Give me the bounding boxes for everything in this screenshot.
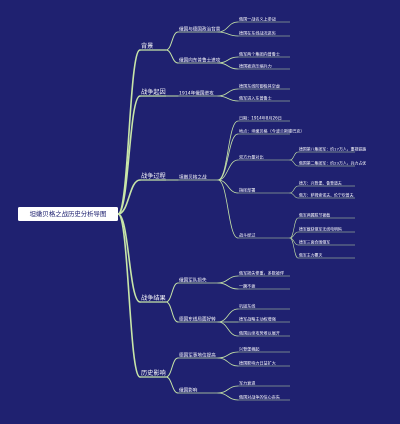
connector-line xyxy=(217,275,239,284)
node-layer: 坦嫩贝格之战历史分析导图 背景 俄国与德国政治背景 俄国一战名义上参战德国在东线战况恶… xyxy=(18,16,366,400)
connector-layer xyxy=(117,21,355,401)
detail-label[interactable]: 地点：坦嫩贝格（今波兰斯滕巴克） xyxy=(239,128,305,134)
detail-label[interactable]: 双方力量对比 xyxy=(239,154,264,160)
connector-line xyxy=(217,179,239,239)
sub-detail-label[interactable]: 俄军主力覆灭 xyxy=(299,253,322,258)
branch-label[interactable]: 背景 xyxy=(141,42,153,50)
connector-line xyxy=(217,351,239,359)
topic-label[interactable]: 坦嫩贝格之战 xyxy=(179,173,207,180)
detail-label[interactable]: 军力衰退 xyxy=(239,380,255,386)
connector-line xyxy=(217,385,239,394)
connector-line xyxy=(117,49,141,215)
root-node-box[interactable] xyxy=(18,207,118,221)
root-node-label: 坦嫩贝格之战历史分析导图 xyxy=(30,209,107,218)
connector-line xyxy=(289,217,299,239)
detail-label[interactable]: 俄国后续攻势难以展开 xyxy=(239,330,280,336)
sub-detail-label[interactable]: 德国第八集团军：约17万人，重视铁路 xyxy=(299,147,366,152)
connector-line xyxy=(117,95,141,215)
connector-line xyxy=(165,31,179,51)
connector-line xyxy=(217,159,239,181)
topic-label[interactable]: 1914年俄国进攻 xyxy=(179,89,214,96)
connector-line xyxy=(217,120,239,181)
topic-label[interactable]: 德国军事地位提高 xyxy=(179,351,216,358)
sub-detail-label[interactable]: 德军截获俄军无线电明码 xyxy=(299,227,342,232)
connector-line xyxy=(165,301,179,323)
connector-line xyxy=(117,213,141,378)
connector-line xyxy=(217,282,239,290)
connector-line xyxy=(217,62,239,70)
connector-line xyxy=(217,179,239,194)
detail-label[interactable]: 俄国一战名义上参战 xyxy=(239,16,276,22)
connector-line xyxy=(217,133,239,181)
connector-line xyxy=(217,392,239,401)
connector-line xyxy=(217,21,239,33)
detail-label[interactable]: 俄军两个集团向普鲁士 xyxy=(239,51,280,57)
branch-label[interactable]: 战争过程 xyxy=(141,172,166,180)
connector-line xyxy=(289,237,299,259)
detail-label[interactable]: 战斗经过 xyxy=(239,232,255,238)
connector-line xyxy=(217,321,239,337)
connector-line xyxy=(117,213,141,303)
detail-label[interactable]: 俄国对战争的信心丧失 xyxy=(239,394,280,400)
connector-line xyxy=(217,95,239,102)
sub-detail-label[interactable]: 俄国第二集团军：约23万人，兵力占优 xyxy=(299,161,366,166)
branch-label[interactable]: 战争结果 xyxy=(141,294,166,302)
sub-detail-label[interactable]: 俄军两翼脱节被截 xyxy=(299,213,330,218)
detail-label[interactable]: 一蹶不振 xyxy=(239,283,255,289)
detail-label[interactable]: 日期：1914年8月26日 xyxy=(239,115,282,121)
connector-line xyxy=(165,357,179,378)
topic-label[interactable]: 俄国军队损失 xyxy=(179,276,207,283)
sub-detail-label[interactable]: 德方：兴登堡、鲁登道夫 xyxy=(299,181,342,186)
connector-line xyxy=(165,49,179,64)
connector-line xyxy=(289,151,299,161)
detail-label[interactable]: 俄军损失惨重，多数被俘 xyxy=(239,270,284,276)
connector-line xyxy=(217,88,239,97)
connector-line xyxy=(217,357,239,367)
detail-label[interactable]: 德国被迫压缩兵力 xyxy=(239,63,272,69)
connector-line xyxy=(217,31,239,37)
topic-label[interactable]: 德国东线局面好转 xyxy=(179,315,216,322)
topic-label[interactable]: 俄国向东普鲁士进攻 xyxy=(179,56,221,63)
connector-line xyxy=(289,185,299,194)
connector-line xyxy=(217,308,239,323)
topic-label[interactable]: 俄国与德国政治背景 xyxy=(179,25,221,32)
branch-label[interactable]: 战争起因 xyxy=(141,88,166,96)
branch-label[interactable]: 历史影响 xyxy=(141,369,166,377)
detail-label[interactable]: 德国东线防御极其空虚 xyxy=(239,83,280,89)
topic-label[interactable]: 俄国影响 xyxy=(179,386,198,393)
detail-label[interactable]: 德国在东线战况恶劣 xyxy=(239,30,276,36)
detail-label[interactable]: 德国影响力日益扩大 xyxy=(239,360,276,366)
connector-line xyxy=(217,56,239,64)
detail-label[interactable]: 德军战略主动权增强 xyxy=(239,316,276,322)
detail-label[interactable]: 指挥部署 xyxy=(239,187,255,193)
detail-label[interactable]: 俄军进入东普鲁士 xyxy=(239,95,272,101)
connector-line xyxy=(117,179,141,215)
sub-detail-label[interactable]: 德军三面合围俄军 xyxy=(299,240,330,245)
connector-line xyxy=(165,376,179,394)
detail-label[interactable]: 巩固东线 xyxy=(239,303,255,309)
detail-label[interactable]: 兴登堡崛起 xyxy=(239,346,259,352)
sub-detail-label[interactable]: 俄方：萨姆索诺夫、伦宁坎普夫 xyxy=(299,193,354,198)
connector-line xyxy=(165,282,179,303)
connector-line xyxy=(289,192,299,199)
connector-line xyxy=(289,231,299,239)
connector-line xyxy=(289,159,299,167)
